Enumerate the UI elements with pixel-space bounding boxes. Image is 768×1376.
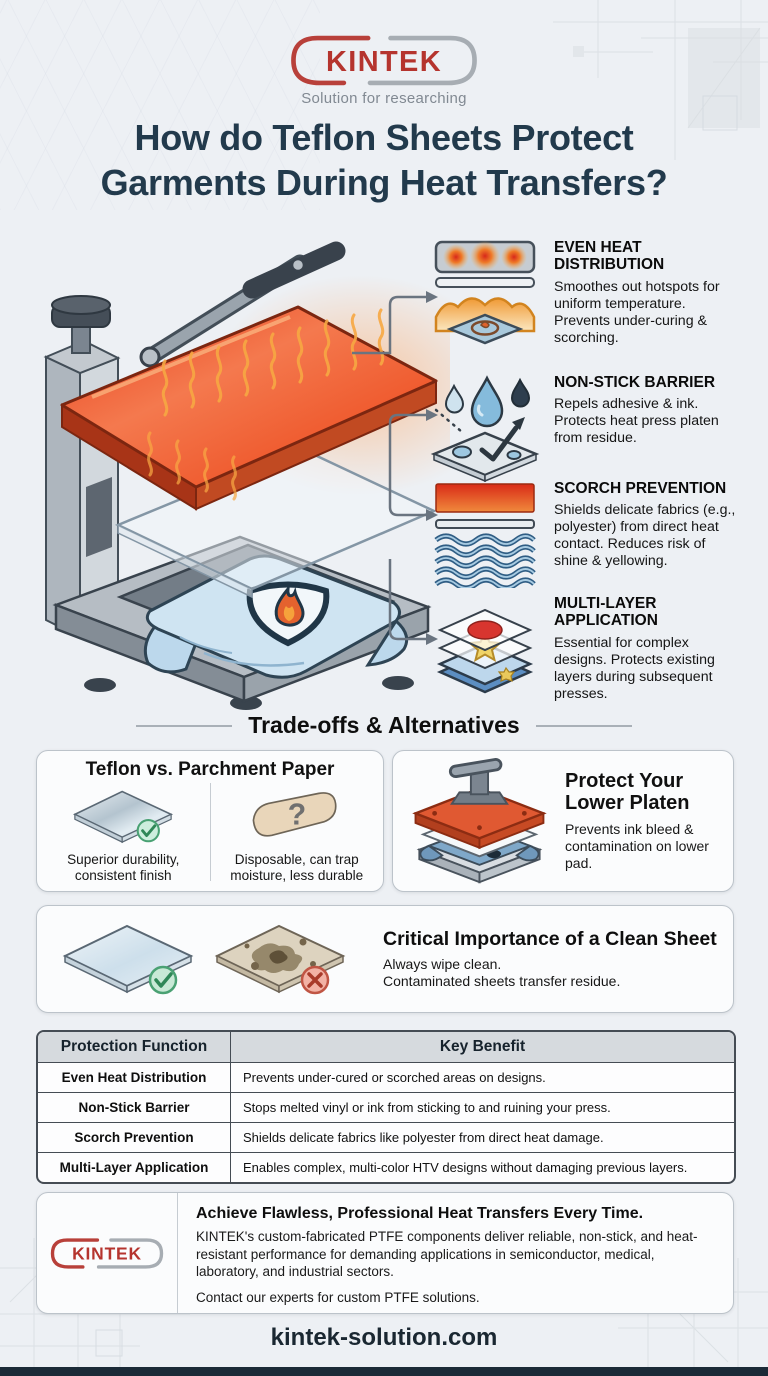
heat-waves [147,308,385,501]
benefit-even-heat: EVEN HEAT DISTRIBUTION Smoothes out hots… [430,237,748,347]
check-icon [148,965,178,995]
scorch-prevention-icon [430,483,540,588]
blueprint-grid [0,0,320,210]
header-logo: KINTEK [0,33,768,93]
table-cell-benefit: Enables complex, multi-color HTV designs… [243,1160,688,1175]
section-heading: Trade-offs & Alternatives [0,712,768,739]
table-cell-function: Scorch Prevention [38,1123,231,1152]
card-teflon-vs-parchment: Teflon vs. Parchment Paper Superi [36,750,384,892]
table-row: Even Heat Distribution Prevents under-cu… [38,1062,734,1092]
table-header-row: Protection Function Key Benefit [38,1032,734,1062]
question-icon: ? [288,798,306,831]
kintek-logo-icon: KINTEK [291,35,477,86]
table-cell-benefit: Prevents under-cured or scorched areas o… [243,1070,546,1085]
upper-platen [60,305,438,511]
table-row: Scorch Prevention Shields delicate fabri… [38,1122,734,1152]
lower-platen-icon [412,758,547,884]
benefit-scorch-prevention: SCORCH PREVENTION Shields delicate fabri… [430,478,748,588]
card-desc: Prevents ink bleed & contamination on lo… [565,821,709,871]
heading-rule-right [535,724,632,727]
benefit-desc: Essential for complex designs. Protects … [554,634,715,702]
cta-contact: Contact our experts for custom PTFE solu… [196,1289,480,1305]
connector-arrows [352,291,438,645]
cta-card: KINTEK Achieve Flawless, Professional He… [36,1192,734,1314]
parchment-icon: ? [252,792,337,837]
non-stick-icon [430,375,540,482]
clean-sheet-icon [62,924,194,995]
teflon-sheet [114,447,438,599]
table-cell-function: Even Heat Distribution [38,1063,231,1092]
benefit-desc: Repels adhesive & ink. Protects heat pre… [554,396,719,447]
benefit-multi-layer: MULTI-LAYER APPLICATION Essential for co… [430,593,748,703]
bottom-bar [0,1367,768,1376]
brand-tagline: Solution for researching [301,90,467,107]
t-shirt [143,554,409,679]
title-line-1: How do Teflon Sheets Protect [134,117,634,158]
card-title: Critical Importance of a Clean Sheet [383,927,717,950]
benefit-title: NON-STICK BARRIER [554,374,716,391]
benefit-desc: Smoothes out hotspots for uniform temper… [554,278,720,346]
check-icon [136,819,161,843]
brand-name: KINTEK [326,46,442,78]
title-line-2: Garments During Heat Transfers? [100,161,668,203]
brand-name: KINTEK [72,1243,142,1263]
table-cell-function: Non-Stick Barrier [38,1093,231,1122]
teflon-sheet-icon [73,790,174,844]
kintek-logo-icon: KINTEK [50,1237,164,1269]
heading-rule-left [136,724,233,727]
teflon-option: Superior durability, consistent finish [37,783,211,883]
dirty-sheet-icon [214,924,346,995]
card-line-2: Contaminated sheets transfer residue. [383,973,621,989]
pressure-knob [51,295,111,354]
benefits-table: Protection Function Key Benefit Even Hea… [36,1030,736,1184]
parchment-caption: Disposable, can trap moisture, less dura… [230,852,364,883]
even-heat-icon [434,240,536,345]
card-clean-sheet: Critical Importance of a Clean Sheet Alw… [36,905,734,1013]
table-cell-benefit: Shields delicate fabrics like polyester … [243,1130,604,1145]
cta-logo: KINTEK [37,1193,178,1313]
flame-shield-logo [246,581,330,647]
heat-press-illustration [43,241,450,710]
table-cell-benefit: Stops melted vinyl or ink from sticking … [243,1100,611,1115]
parchment-option: ? Disposable, can trap moisture, less du… [211,783,384,883]
table-cell-function: Multi-Layer Application [38,1153,231,1182]
card-line-1: Always wipe clean. [383,955,502,972]
multi-layer-icon [436,608,534,694]
table-header-function: Protection Function [38,1032,231,1062]
cross-icon [300,965,330,995]
table-header-benefit: Key Benefit [439,1038,526,1055]
press-handle [139,241,346,368]
teflon-caption: Superior durability, consistent finish [67,852,180,883]
benefit-non-stick: NON-STICK BARRIER Repels adhesive & ink.… [430,372,748,482]
card-lower-platen: Protect Your Lower Platen Prevents ink b… [392,750,734,892]
section-heading-text: Trade-offs & Alternatives [248,712,520,738]
card-title: Teflon vs. Parchment Paper [85,759,335,780]
benefit-title: SCORCH PREVENTION [554,480,727,497]
table-row: Non-Stick Barrier Stops melted vinyl or … [38,1092,734,1122]
benefit-desc: Shields delicate fabrics (e.g., polyeste… [554,502,736,570]
footer-url: kintek-solution.com [270,1324,498,1351]
page-title: How do Teflon Sheets Protect Garments Du… [0,116,768,205]
card-title: Protect Your Lower Platen [565,770,690,814]
benefit-title: MULTI-LAYER APPLICATION [554,595,658,630]
cta-title: Achieve Flawless, Professional Heat Tran… [196,1205,644,1222]
table-row: Multi-Layer Application Enables complex,… [38,1152,734,1182]
cta-body: KINTEK's custom-fabricated PTFE componen… [196,1229,698,1280]
benefit-title: EVEN HEAT DISTRIBUTION [554,239,665,274]
